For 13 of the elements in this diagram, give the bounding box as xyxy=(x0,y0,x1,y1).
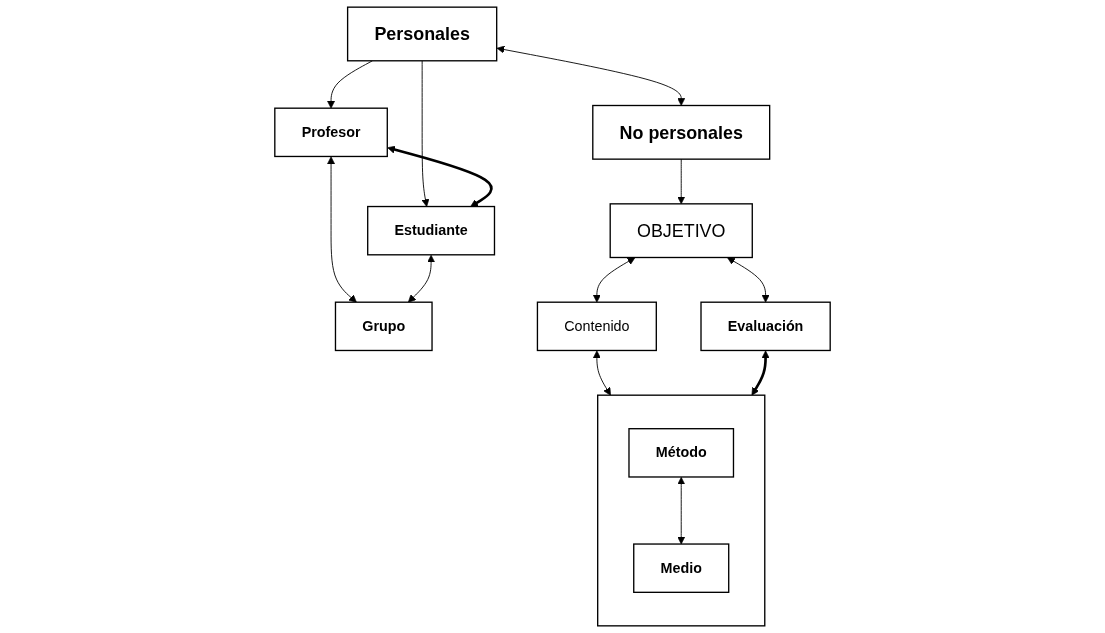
cluster xyxy=(597,394,766,627)
node-box: OBJETIVO xyxy=(609,203,753,259)
node-box: Evaluación xyxy=(700,301,831,352)
arrow xyxy=(751,350,770,396)
node-box: Contenido xyxy=(536,301,657,352)
node-box: Grupo xyxy=(334,301,433,352)
node-box: Medio xyxy=(633,543,730,593)
node-box: Método xyxy=(628,428,735,478)
node-box: Estudiante xyxy=(367,205,496,256)
node-box: Personales xyxy=(346,6,498,62)
arrow xyxy=(387,145,493,207)
node-box: No personales xyxy=(592,104,771,160)
node-box: Profesor xyxy=(274,107,388,158)
